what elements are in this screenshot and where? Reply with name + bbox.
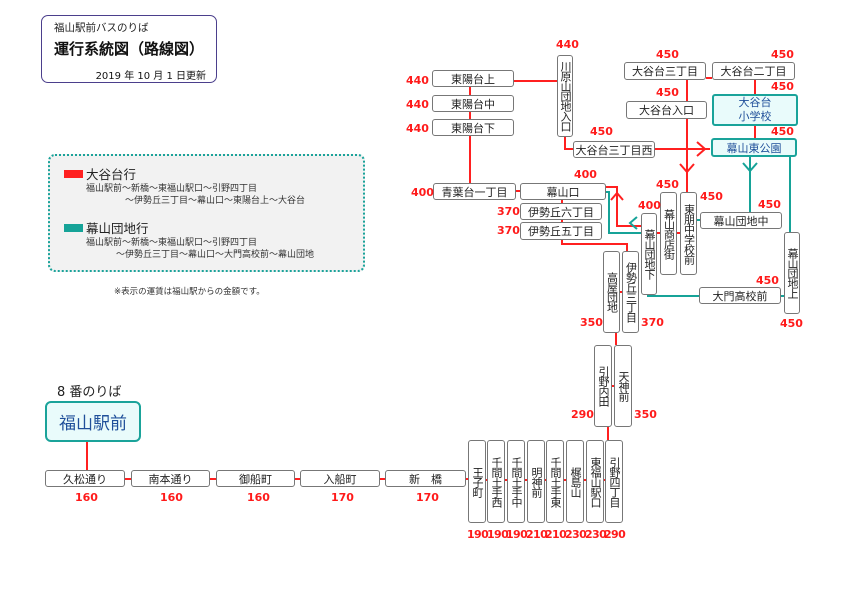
stop-otanidai3-nishi[interactable]: 大谷台三丁目西 [573, 141, 655, 158]
stop-mifune[interactable]: 御船町 [216, 470, 295, 487]
fare: 210 [545, 528, 567, 541]
stop-hikinouchida[interactable]: 引野内田 [594, 345, 612, 427]
stop-toyodai-naka[interactable]: 東陽台中 [432, 95, 514, 112]
fare: 450 [656, 86, 679, 99]
stop-hikino4[interactable]: 引野四丁目 [605, 440, 623, 523]
stop-otanidai-school[interactable]: 大谷台 小学校 [712, 94, 798, 126]
title-box: 福山駅前バスのりば 運行系統図（路線図） 2019 年 10 月 1 日更新 [41, 15, 217, 83]
fare: 450 [780, 317, 803, 330]
legend-route-name: 幕山団地行 [86, 221, 149, 236]
stop-hisamatsu[interactable]: 久松通り [45, 470, 125, 487]
stop-isegaoka6[interactable]: 伊勢丘六丁目 [520, 203, 602, 220]
fare: 190 [487, 528, 509, 541]
header-subtitle: 福山駅前バスのりば [54, 22, 149, 34]
fare-note: ※表示の運賃は福山駅からの金額です。 [114, 287, 265, 297]
stop-aobadai1[interactable]: 青葉台一丁目 [433, 183, 516, 200]
fare: 440 [556, 38, 579, 51]
stop-kajishimayama[interactable]: 梶島山 [566, 440, 584, 523]
stop-daimon-hs[interactable]: 大門高校前 [699, 287, 781, 304]
stop-makuyamaguchi[interactable]: 幕山口 [520, 183, 606, 200]
fare: 210 [526, 528, 548, 541]
stop-tenjinmae[interactable]: 天神前 [614, 345, 632, 427]
stop-otanidai3[interactable]: 大谷台三丁目 [624, 62, 706, 80]
fare: 160 [160, 491, 183, 504]
fare: 190 [467, 528, 489, 541]
fare: 450 [700, 190, 723, 203]
fare: 350 [634, 408, 657, 421]
platform-label: 8 番のりば [57, 385, 122, 400]
fare: 400 [638, 199, 661, 212]
stop-makuyama-danchi-ue[interactable]: 幕山団地上 [784, 232, 800, 314]
stop-senmadote-higashi[interactable]: 千間土手東 [546, 440, 564, 523]
fare: 230 [565, 528, 587, 541]
fare: 440 [406, 122, 429, 135]
makuyama-route-lines [606, 157, 791, 297]
fare: 370 [497, 205, 520, 218]
fare: 190 [506, 528, 528, 541]
stop-isegaoka3[interactable]: 伊勢丘三丁目 [622, 251, 639, 333]
stop-toyodai-ue[interactable]: 東陽台上 [432, 70, 514, 87]
fare: 440 [406, 98, 429, 111]
stop-toho-jhs[interactable]: 東朋中学校前 [680, 192, 697, 275]
stop-irifune[interactable]: 入船町 [300, 470, 380, 487]
origin-stop[interactable]: 福山駅前 [45, 401, 141, 442]
stop-senmadote-nishi[interactable]: 千間土手西 [487, 440, 505, 523]
stop-otanidai2[interactable]: 大谷台二丁目 [712, 62, 795, 80]
legend-route-path: ～伊勢丘三丁目～幕山口～東陽台上～大谷台 [125, 196, 306, 206]
legend: 大谷台行 福山駅前～新橋～東福山駅口～引野四丁目 ～伊勢丘三丁目～幕山口～東陽台… [48, 154, 365, 272]
stop-takaya[interactable]: 高屋団地 [603, 251, 620, 333]
stop-senmadote-naka[interactable]: 千間土手中 [507, 440, 525, 523]
stop-toyodai-shita[interactable]: 東陽台下 [432, 119, 514, 136]
fare: 450 [656, 178, 679, 191]
fare: 450 [756, 274, 779, 287]
fare: 450 [656, 48, 679, 61]
fare: 450 [771, 125, 794, 138]
stop-higashifukuyama[interactable]: 東福山駅口 [586, 440, 604, 523]
legend-route-name: 大谷台行 [86, 167, 137, 182]
stop-isegaoka5[interactable]: 伊勢丘五丁目 [520, 222, 602, 240]
stop-ojicho[interactable]: 王子町 [468, 440, 486, 523]
fare: 370 [497, 224, 520, 237]
fare: 400 [411, 186, 434, 199]
updated-date: 2019 年 10 月 1 日更新 [95, 71, 206, 82]
fare: 160 [75, 491, 98, 504]
fare: 450 [590, 125, 613, 138]
legend-route-path: 福山駅前～新橋～東福山駅口～引野四丁目 [86, 238, 258, 248]
page-title: 運行系統図（路線図） [54, 40, 205, 58]
stop-kawarayama[interactable]: 川原山団地入口 [557, 55, 573, 137]
fare: 450 [758, 198, 781, 211]
teal-route-swatch [64, 224, 83, 232]
legend-route-path: ～伊勢丘三丁目～幕山口～大門高校前～幕山団地 [116, 250, 315, 260]
stop-minamimoto[interactable]: 南本通り [131, 470, 210, 487]
stop-makuyama-higashi-park[interactable]: 幕山東公園 [711, 138, 797, 157]
fare: 450 [771, 48, 794, 61]
fare: 400 [574, 168, 597, 181]
fare: 370 [641, 316, 664, 329]
fare: 160 [247, 491, 270, 504]
fare: 290 [571, 408, 594, 421]
fare: 440 [406, 74, 429, 87]
stop-shinbashi[interactable]: 新 橋 [385, 470, 466, 487]
fare: 230 [585, 528, 607, 541]
legend-route-path: 福山駅前～新橋～東福山駅口～引野四丁目 [86, 184, 258, 194]
fare: 170 [416, 491, 439, 504]
fare: 350 [580, 316, 603, 329]
stop-makuyama-danchi-naka[interactable]: 幕山団地中 [700, 212, 782, 229]
fare: 290 [604, 528, 626, 541]
red-route-swatch [64, 170, 83, 178]
stop-otanidai-iriguchi[interactable]: 大谷台入口 [626, 101, 707, 119]
fare: 170 [331, 491, 354, 504]
connector-dots [486, 232, 680, 481]
stop-makuyama-shotengai[interactable]: 幕山商店街 [660, 192, 677, 275]
stop-myojinmae[interactable]: 明神前 [527, 440, 545, 523]
stop-makuyama-danchi-shita[interactable]: 幕山団地下 [641, 213, 657, 295]
fare: 450 [771, 80, 794, 93]
